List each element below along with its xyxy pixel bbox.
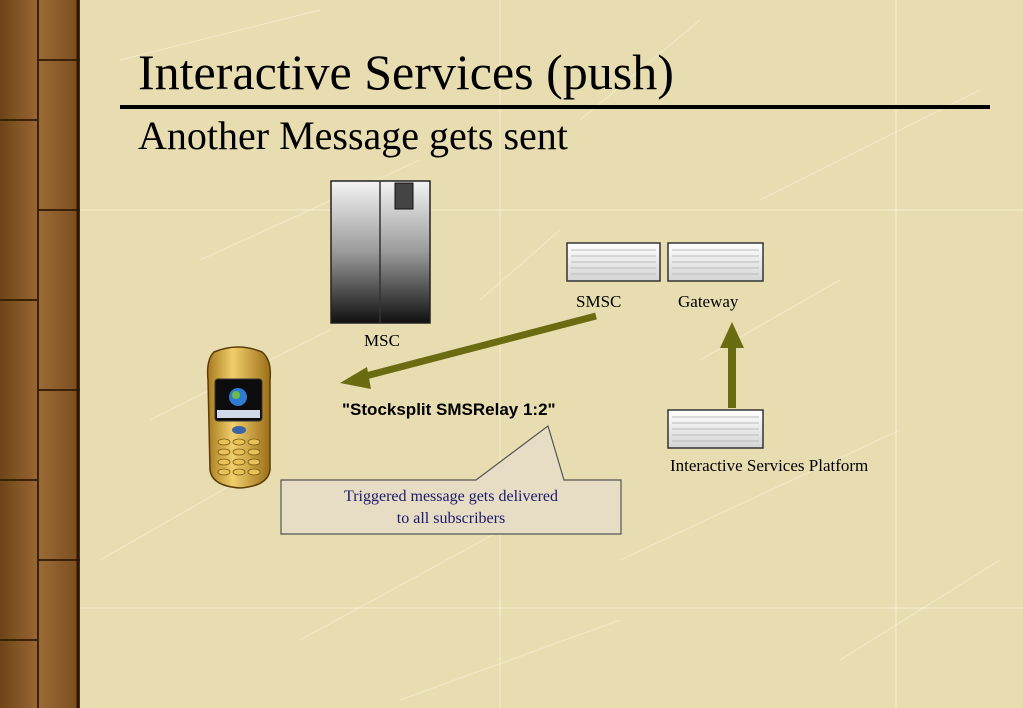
callout-line-1: Triggered message gets delivered (343, 488, 558, 505)
slide-subtitle: Another Message gets sent (138, 113, 568, 158)
smsc-to-phone-arrow (340, 312, 597, 389)
platform-to-gateway-arrow (720, 322, 744, 408)
msc-label: MSC (364, 331, 400, 350)
callout-line-2: to all subscribers (396, 510, 506, 527)
slide-title: Interactive Services (push) (138, 44, 674, 100)
gateway-label: Gateway (678, 292, 739, 311)
callout-shape (280, 425, 622, 535)
title-divider (120, 105, 990, 109)
smsc-server-icon (566, 242, 661, 282)
msc-icon (330, 180, 431, 324)
platform-label: Interactive Services Platform (670, 456, 869, 475)
message-text: "Stocksplit SMSRelay 1:2" (342, 400, 556, 419)
wood-border (0, 0, 80, 708)
mobile-phone-icon (206, 346, 272, 489)
smsc-label: SMSC (576, 292, 622, 311)
callout-box: Triggered message gets delivered to all … (281, 486, 621, 530)
gateway-server-icon (667, 242, 764, 282)
platform-server-icon (667, 409, 764, 449)
